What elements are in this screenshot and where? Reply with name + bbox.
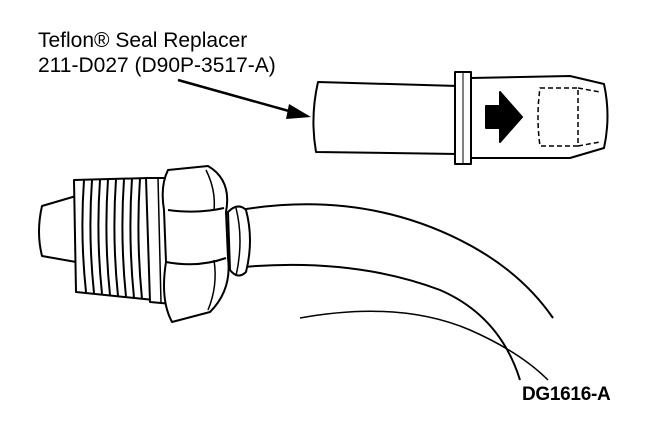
tube-upper-edge bbox=[239, 203, 554, 319]
hex-nut bbox=[161, 165, 230, 323]
tube-fitting bbox=[38, 165, 554, 381]
fitting-tip bbox=[38, 195, 77, 263]
tool-name-text: Teflon® Seal Replacer bbox=[38, 29, 248, 52]
thread-lines bbox=[81, 177, 143, 300]
seal-replacer-tool bbox=[312, 71, 609, 165]
leader-arrowhead-icon bbox=[286, 104, 311, 119]
figure-id-label: DG1616-A bbox=[522, 384, 611, 405]
tube-bend-line bbox=[299, 310, 549, 381]
tube-bead bbox=[227, 205, 251, 277]
tool-part-number-text: 211-D027 (D90P-3517-A) bbox=[38, 54, 276, 77]
tool-hidden-cavity bbox=[537, 87, 579, 147]
direction-arrow-icon bbox=[485, 91, 523, 143]
seal-replacer-label: Teflon® Seal Replacer 211-D027 (D90P-351… bbox=[38, 28, 276, 78]
tube-lower-edge bbox=[231, 263, 521, 381]
tool-nose bbox=[312, 81, 459, 155]
callout-leader bbox=[177, 78, 311, 119]
